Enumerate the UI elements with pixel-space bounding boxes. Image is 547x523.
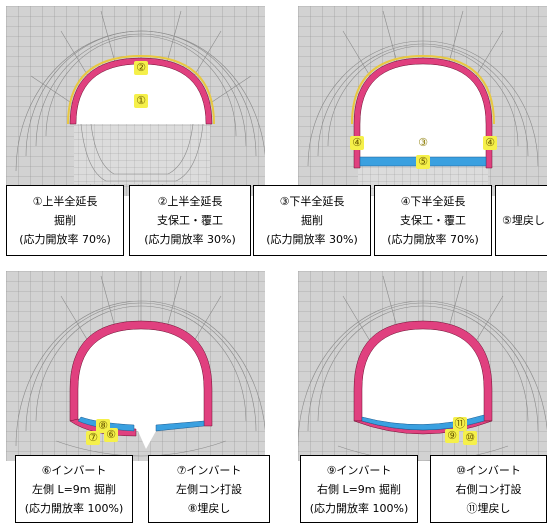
caption-step-1: ①上半全延長 掘削 (応力開放率 70%) xyxy=(6,185,124,256)
caption-step-4: ④下半全延長 支保工・覆工 (応力開放率 70%) xyxy=(374,185,492,256)
caption-line: ⑩インバート xyxy=(456,463,521,477)
step-tag-2: ② xyxy=(134,61,148,75)
caption-line: 支保工・覆工 xyxy=(157,214,223,227)
caption-line: ⑪埋戻し xyxy=(466,501,511,515)
step-tag-1: ① xyxy=(134,94,148,108)
step-tag-7: ⑦ xyxy=(86,431,100,445)
caption-line: (応力開放率 70%) xyxy=(387,233,479,246)
fem-mesh-invert-left xyxy=(6,271,265,461)
caption-step-5: ⑤埋戻し xyxy=(495,185,547,256)
caption-step-9: ⑨インバート 右側 L=9m 掘削 (応力開放率 100%) xyxy=(300,455,418,523)
panel-lower-half-excavation: ④ ③ ⑤ ④ xyxy=(298,6,547,196)
step-tag-3: ③ xyxy=(418,136,428,149)
caption-line: ②上半全延長 xyxy=(157,195,223,208)
step-tag-5: ⑤ xyxy=(416,155,430,169)
caption-line: (応力開放率 30%) xyxy=(144,233,236,246)
caption-line: (応力開放率 30%) xyxy=(266,233,358,246)
caption-step-6: ⑥インバート 左側 L=9m 掘削 (応力開放率 100%) xyxy=(15,455,133,523)
caption-line: ①上半全延長 xyxy=(32,195,98,208)
fem-mesh-upper-half xyxy=(6,6,265,196)
step-tag-6: ⑥ xyxy=(104,428,118,442)
caption-line: ⑥インバート xyxy=(41,463,107,477)
panel-invert-left: ⑧ ⑦ ⑥ xyxy=(6,271,265,461)
caption-line: 右側 L=9m 掘削 xyxy=(316,482,402,496)
caption-step-10-11: ⑩インバート 右側コン打設 ⑪埋戻し xyxy=(430,455,547,523)
caption-line: ③下半全延長 xyxy=(279,195,345,208)
caption-line: 左側コン打設 xyxy=(176,482,242,496)
step-tag-11: ⑪ xyxy=(453,417,467,431)
caption-line: (応力開放率 100%) xyxy=(309,501,409,515)
caption-line: (応力開放率 100%) xyxy=(24,501,124,515)
step-tag-9: ⑨ xyxy=(445,429,459,443)
panel-invert-right: ⑪ ⑨ ⑩ xyxy=(298,271,547,461)
step-tag-4-left: ④ xyxy=(350,136,364,150)
caption-line: ④下半全延長 xyxy=(400,195,466,208)
panel-upper-half-excavation: ② ① xyxy=(6,6,265,196)
caption-line: ⑨インバート xyxy=(326,463,392,477)
fem-mesh-invert-right xyxy=(298,271,547,461)
caption-line: 掘削 xyxy=(54,214,76,227)
step-tag-10: ⑩ xyxy=(463,431,477,445)
caption-line: ⑦インバート xyxy=(176,463,242,477)
caption-line: 右側コン打設 xyxy=(455,482,522,496)
caption-line: ⑧埋戻し xyxy=(187,501,231,515)
step-tag-4-right: ④ xyxy=(483,136,497,150)
caption-line: ⑤埋戻し xyxy=(502,214,545,227)
caption-line: 左側 L=9m 掘削 xyxy=(31,482,117,496)
caption-step-3: ③下半全延長 掘削 (応力開放率 30%) xyxy=(253,185,371,256)
caption-line: 掘削 xyxy=(301,214,323,227)
caption-step-7-8: ⑦インバート 左側コン打設 ⑧埋戻し xyxy=(148,455,270,523)
caption-line: (応力開放率 70%) xyxy=(19,233,111,246)
caption-step-2: ②上半全延長 支保工・覆工 (応力開放率 30%) xyxy=(129,185,251,256)
caption-line: 支保工・覆工 xyxy=(400,214,466,227)
